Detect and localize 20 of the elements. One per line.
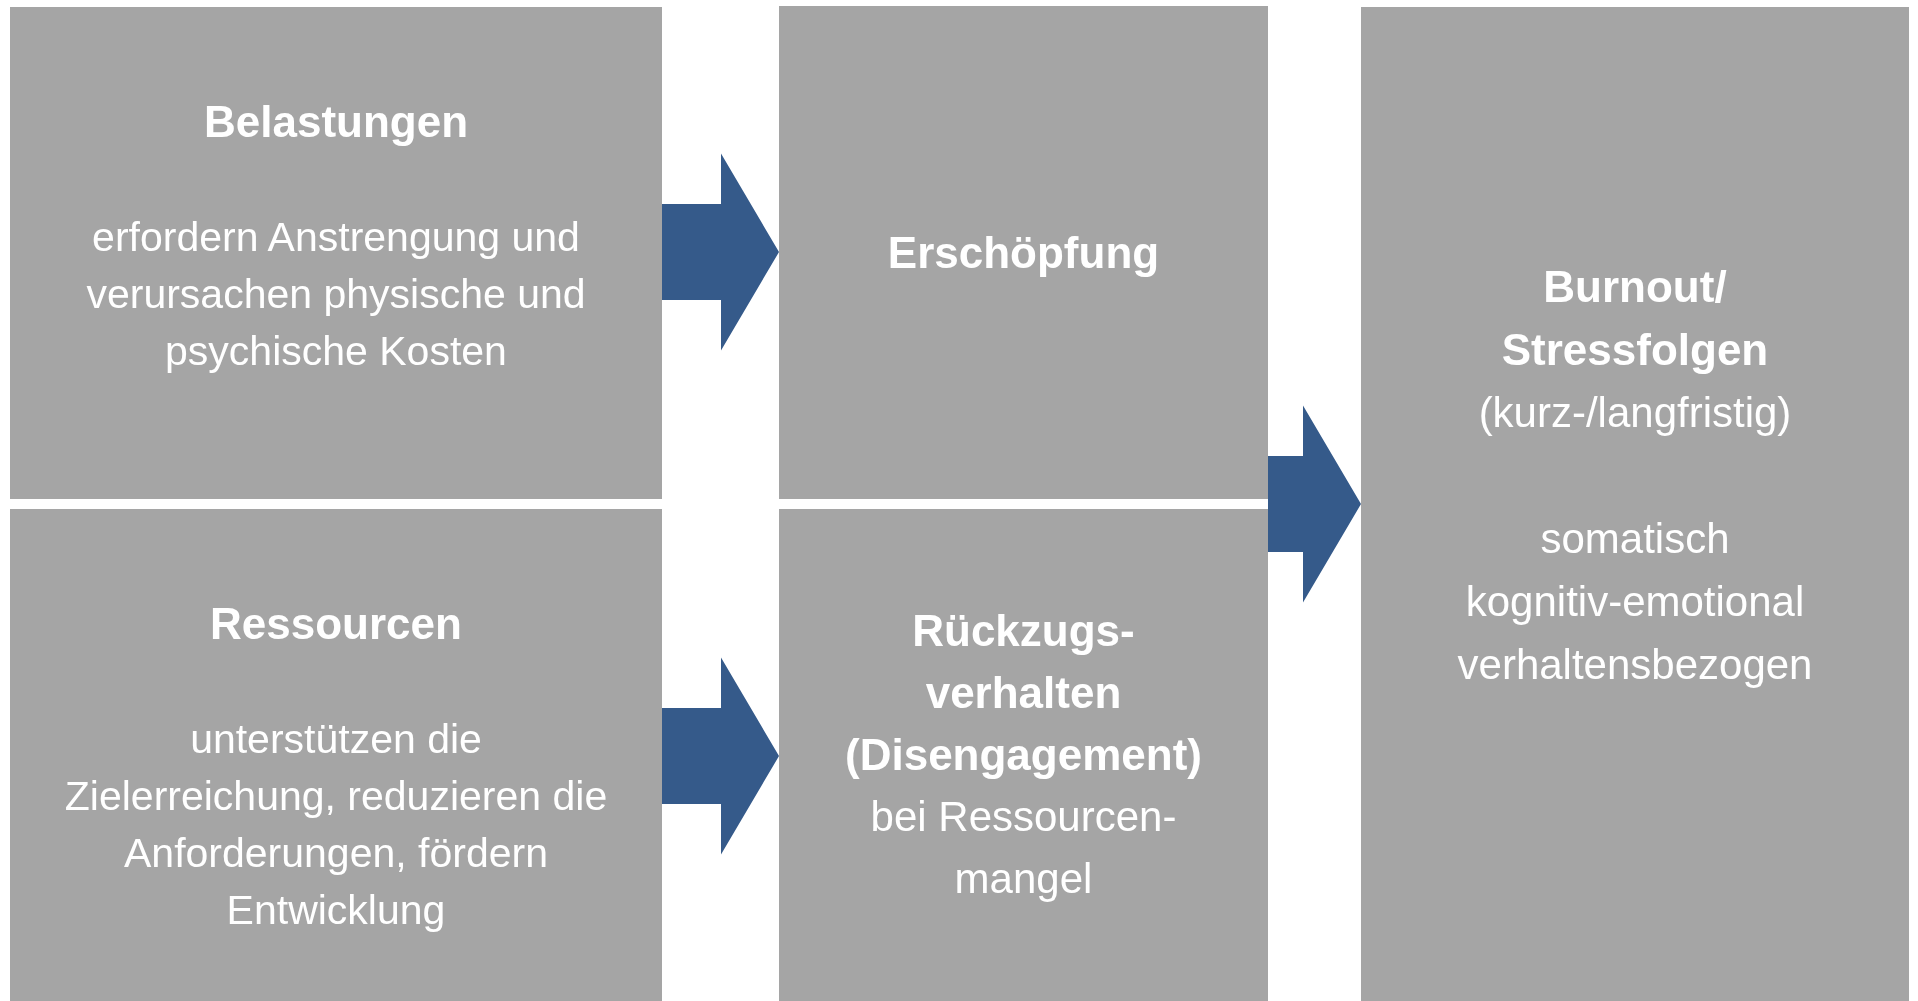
box-title: Rückzugs- verhalten (Disengagement) [844,605,1203,781]
box-text: somatisch [1540,514,1730,564]
box-title: Burnout/ Stressfolgen [1500,261,1770,376]
block-arrow [662,153,779,351]
process-box [779,6,1268,499]
box-title: Ressourcen [210,598,462,650]
box-title: Belastungen [203,96,468,148]
process-box [1361,7,1909,1001]
box-text: verhaltensbezogen [1457,640,1813,690]
box-text: kognitiv-emotional [1465,577,1805,627]
box-text: erfordern Anstrengung und verursachen physische und psychische Kosten [85,213,587,376]
box-text: unterstützen die Zielerreichung, reduzieren die Anforderungen, fördern Entwicklung [63,715,609,935]
block-arrow [662,657,779,855]
process-box [10,509,662,1001]
box-title: Erschöpfung [887,226,1160,279]
process-box [10,7,662,499]
box-text: bei Ressourcen- mangel [869,792,1178,904]
box-text: (kurz-/langfristig) [1478,388,1792,438]
process-box [779,509,1268,1001]
block-arrow [1268,405,1361,603]
